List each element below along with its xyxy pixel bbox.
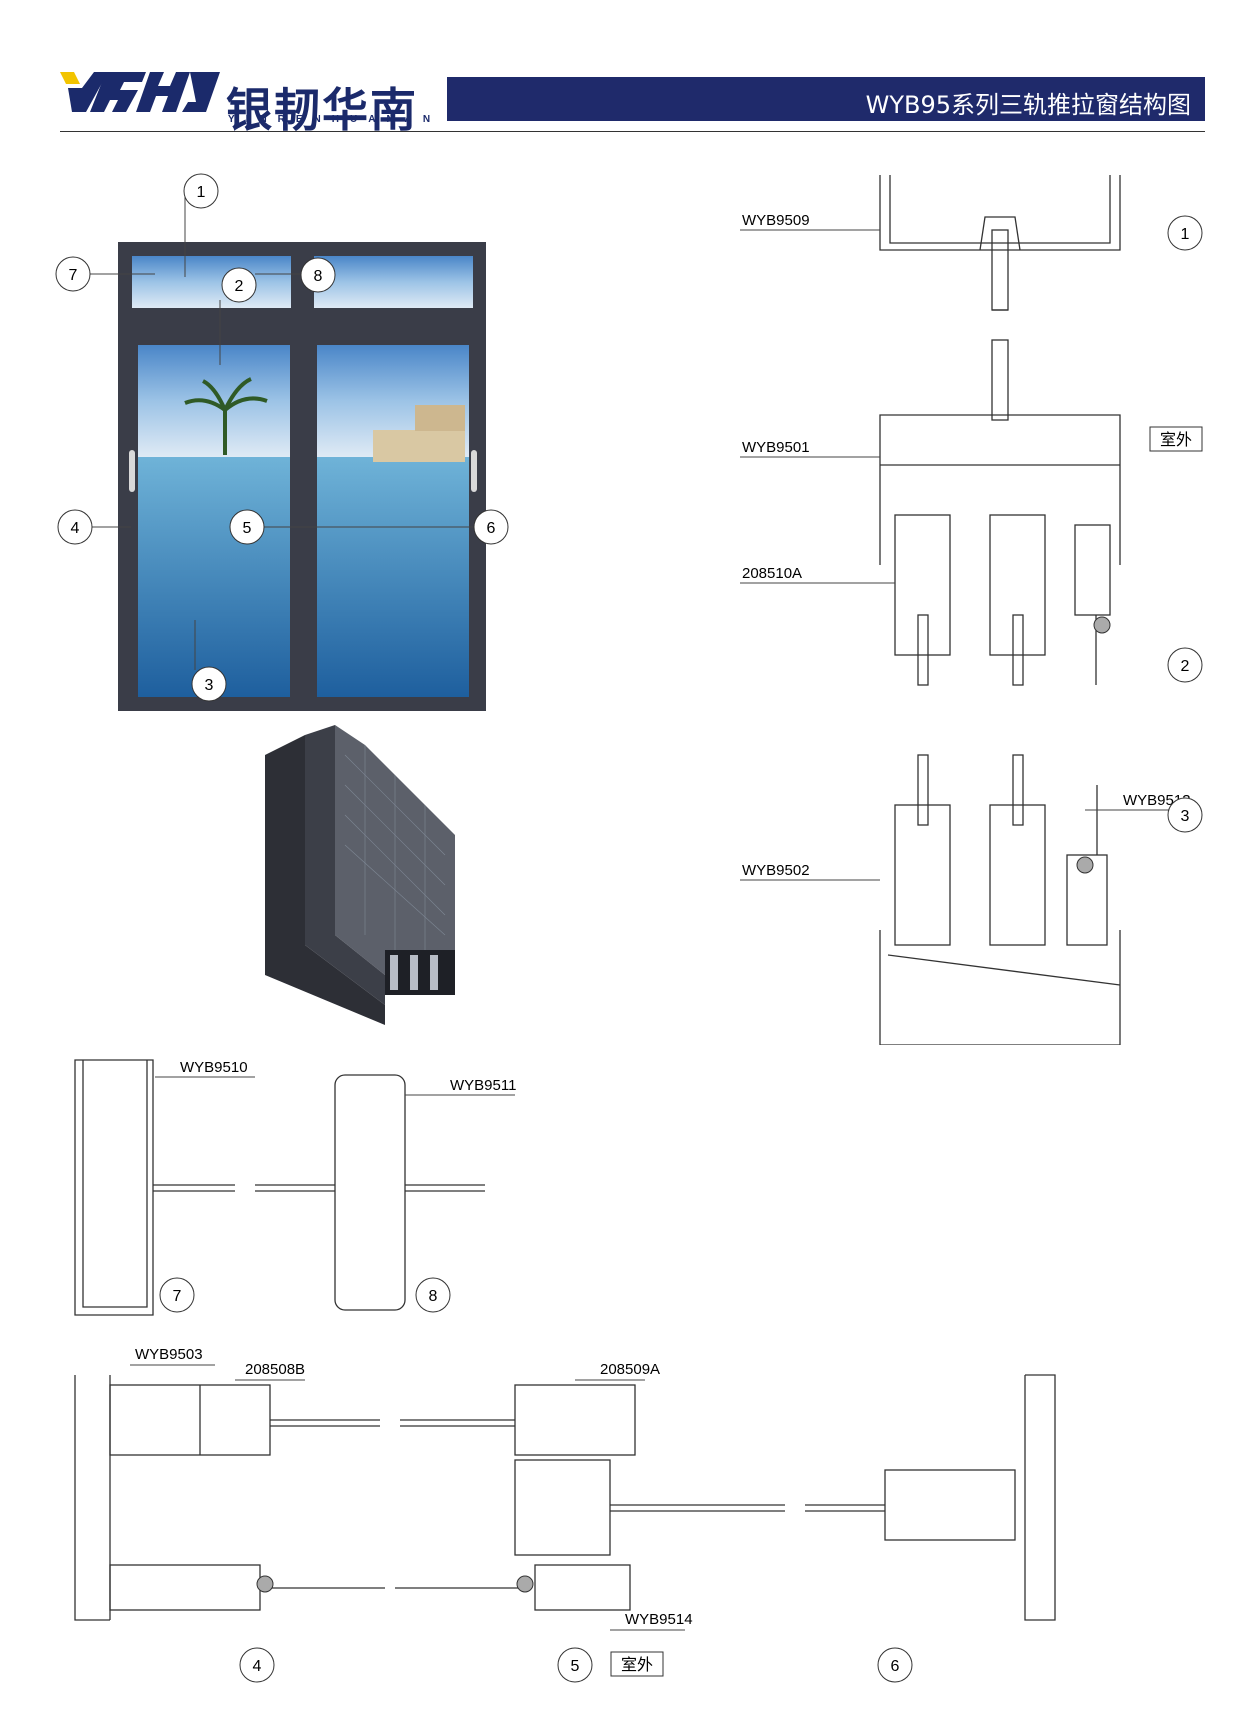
label-208509A: 208509A <box>600 1361 660 1378</box>
section-number-2: 2 <box>1181 658 1190 675</box>
transom-section: WYB9510 WYB9511 7 8 <box>74 1059 516 1316</box>
callout-6: 6 <box>487 520 496 537</box>
label-WYB9503: WYB9503 <box>135 1346 203 1363</box>
section-number-1: 1 <box>1181 226 1190 243</box>
brand-name-cn: 银韧华南 <box>226 83 418 137</box>
label-WYB9502: WYB9502 <box>742 862 810 879</box>
brand-name-en: YINRENHUANAN <box>228 114 442 125</box>
section-number-8: 8 <box>429 1288 438 1305</box>
corner-section-3d <box>265 725 455 1025</box>
outside-label-top: 室外 <box>1160 431 1192 449</box>
label-WYB9514: WYB9514 <box>625 1611 693 1628</box>
callout-2: 2 <box>235 278 244 295</box>
header-rule <box>60 131 1205 132</box>
horizontal-section: WYB9503 208508B 208509A WYB9514 4 5 6 室外 <box>74 1346 1056 1683</box>
label-WYB9511: WYB9511 <box>450 1077 516 1094</box>
section-number-6: 6 <box>891 1658 900 1675</box>
callout-8: 8 <box>314 268 323 285</box>
section-number-3: 3 <box>1181 808 1190 825</box>
label-WYB9501: WYB9501 <box>742 439 810 456</box>
window-elevation: 1 7 8 2 4 5 6 3 <box>55 173 509 711</box>
label-WYB9510: WYB9510 <box>180 1059 248 1076</box>
section-number-4: 4 <box>253 1658 262 1675</box>
section-number-5: 5 <box>571 1658 580 1675</box>
callout-7: 7 <box>69 267 78 284</box>
page-title: WYB95系列三轨推拉窗结构图 <box>865 91 1191 119</box>
title-bar: WYB95系列三轨推拉窗结构图 <box>447 77 1205 121</box>
callout-4: 4 <box>71 520 80 537</box>
callout-1: 1 <box>197 184 206 201</box>
label-WYB9509: WYB9509 <box>742 212 810 229</box>
brand-logo-icon <box>60 72 220 112</box>
label-208508B: 208508B <box>245 1361 305 1378</box>
callout-5: 5 <box>243 520 252 537</box>
header: 银韧华南 YINRENHUANAN WYB95系列三轨推拉窗结构图 <box>0 0 1258 140</box>
callout-3: 3 <box>205 677 214 694</box>
section-number-7: 7 <box>173 1288 182 1305</box>
outside-label-bottom: 室外 <box>621 1656 653 1674</box>
vertical-section: WYB9509 WYB9501 208510A WYB9513 WYB9502 … <box>740 175 1203 1045</box>
label-208510A: 208510A <box>742 565 802 582</box>
